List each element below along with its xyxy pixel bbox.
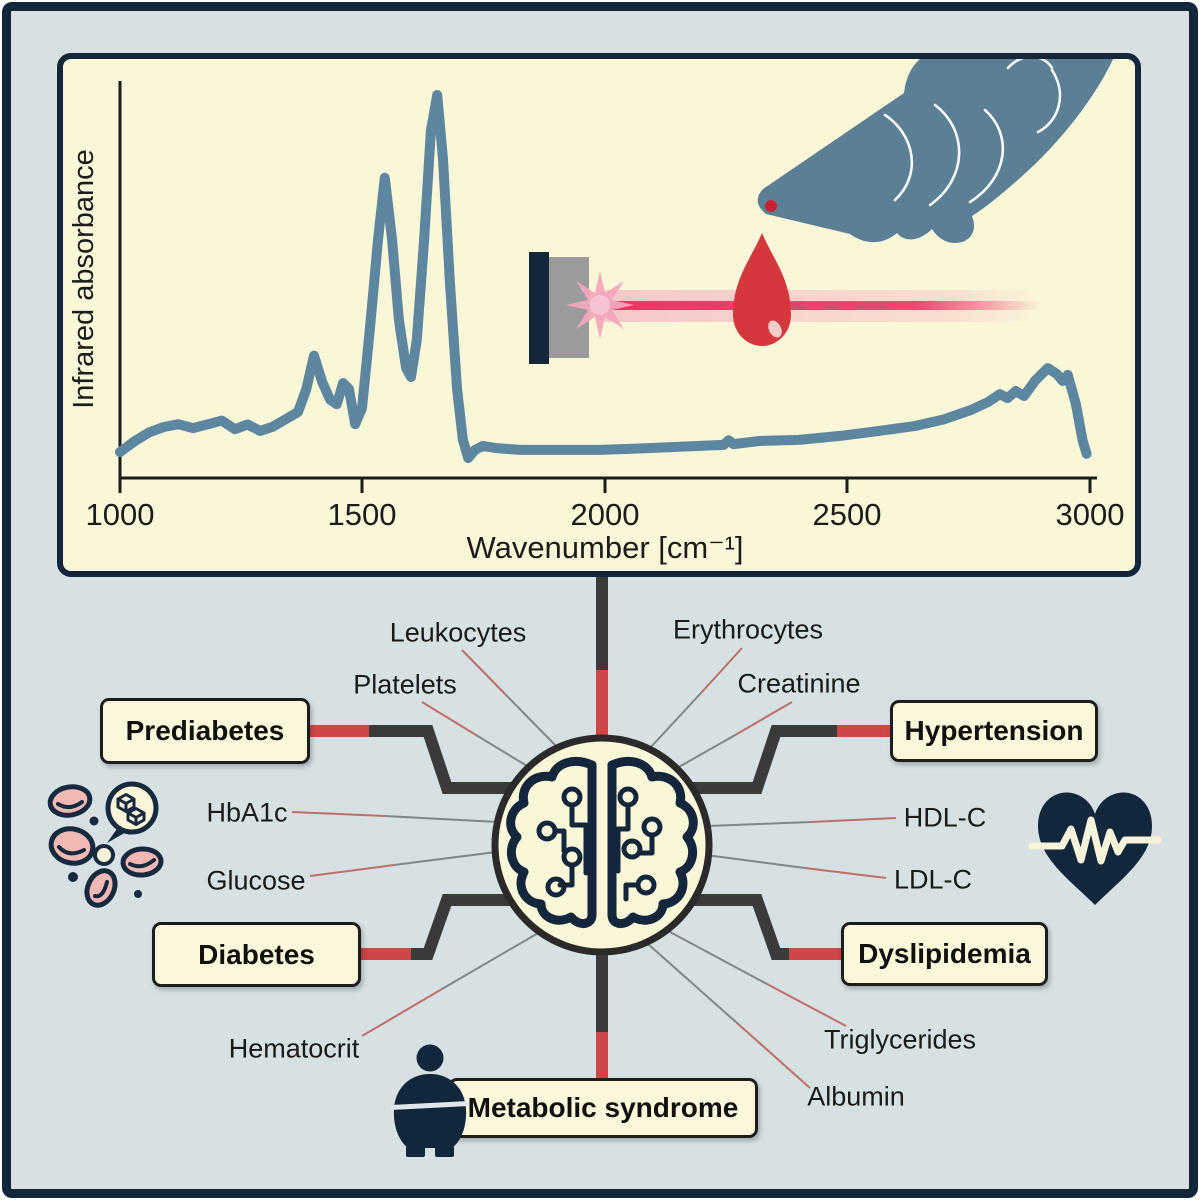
disease-box-hypertension: Hypertension <box>890 700 1098 762</box>
x-axis-label: Wavenumber [cm⁻¹] <box>466 530 743 565</box>
disease-box-dyslipidemia: Dyslipidemia <box>841 922 1048 986</box>
biomarker-line-hdl-c <box>810 817 897 823</box>
disease-label: Metabolic syndrome <box>467 1092 739 1123</box>
hub-circle <box>491 734 713 956</box>
biomarker-line-layer <box>291 647 897 1089</box>
ai-hub <box>491 734 713 956</box>
biomarker-label-leukocytes: Leukocytes <box>389 617 527 648</box>
biomarker-line-platelets <box>421 701 477 736</box>
biomarker-line-creatinine <box>736 701 793 735</box>
disease-label: Dyslipidemia <box>858 938 1031 969</box>
x-tick-2500: 2500 <box>813 497 882 532</box>
connector-dyslipidemia <box>691 894 841 960</box>
biomarker-line-triglycerides <box>766 983 847 1027</box>
finger-prick-dot <box>765 200 777 212</box>
ai-circuit-brain-icon <box>506 757 698 928</box>
spectrum-figure: 1000 1500 2000 2500 3000 Wavenumber [cm⁻… <box>68 59 1125 565</box>
x-tick-3000: 3000 <box>1056 497 1125 532</box>
x-tick-1000: 1000 <box>86 497 155 532</box>
laser-emitter-icon <box>529 252 589 364</box>
connector-diabetes <box>361 894 513 960</box>
disease-label: Hypertension <box>904 715 1084 746</box>
disease-box-diabetes: Diabetes <box>152 922 361 987</box>
pointing-hand-icon <box>757 59 1114 243</box>
biomarker-label-ldl-c: LDL-C <box>893 864 973 895</box>
biomarker-line-hba1c <box>291 811 386 817</box>
biomarker-label-erythrocytes: Erythrocytes <box>672 614 824 645</box>
axes <box>118 81 1097 493</box>
biomarker-label-hba1c: HbA1c <box>206 797 288 828</box>
biomarker-line-hematocrit <box>361 988 443 1037</box>
laser-beam <box>593 290 1045 322</box>
x-tick-1500: 1500 <box>328 497 397 532</box>
blood-drop-icon <box>733 233 791 346</box>
biomarker-label-albumin: Albumin <box>807 1081 905 1112</box>
y-axis-label: Infrared absorbance <box>68 149 100 409</box>
connector-red-segments <box>310 670 892 1078</box>
drop-highlight <box>768 320 782 338</box>
biomarker-label-creatinine: Creatinine <box>737 668 861 699</box>
biomarker-line-erythrocytes <box>700 647 743 694</box>
biomarker-line-ldl-c <box>804 867 887 879</box>
biomarker-label-hematocrit: Hematocrit <box>228 1033 360 1064</box>
biomarker-label-platelets: Platelets <box>353 669 457 700</box>
disease-box-metabolic-syndrome: Metabolic syndrome <box>448 1078 758 1138</box>
laser-spark-core <box>590 295 610 315</box>
biomarker-line-glucose <box>309 864 395 877</box>
biomarker-label-triglycerides: Triglycerides <box>823 1024 977 1055</box>
spectrum-panel: 1000 1500 2000 2500 3000 Wavenumber [cm⁻… <box>57 53 1141 577</box>
connector-hypertension <box>691 725 892 794</box>
disease-box-prediabetes: Prediabetes <box>100 698 310 764</box>
biomarker-label-hdl-c: HDL-C <box>903 802 987 833</box>
biomarker-line-albumin <box>736 1022 811 1089</box>
hand-finger-lines <box>883 59 1062 207</box>
x-tick-2000: 2000 <box>571 497 640 532</box>
x-tick-labels: 1000 1500 2000 2500 3000 <box>86 497 1125 532</box>
biomarker-line-leukocytes <box>461 649 507 696</box>
disease-label: Prediabetes <box>125 715 285 746</box>
spectrum-curve <box>115 90 1092 464</box>
disease-label: Diabetes <box>198 938 315 970</box>
biomarker-label-glucose: Glucose <box>206 865 306 896</box>
